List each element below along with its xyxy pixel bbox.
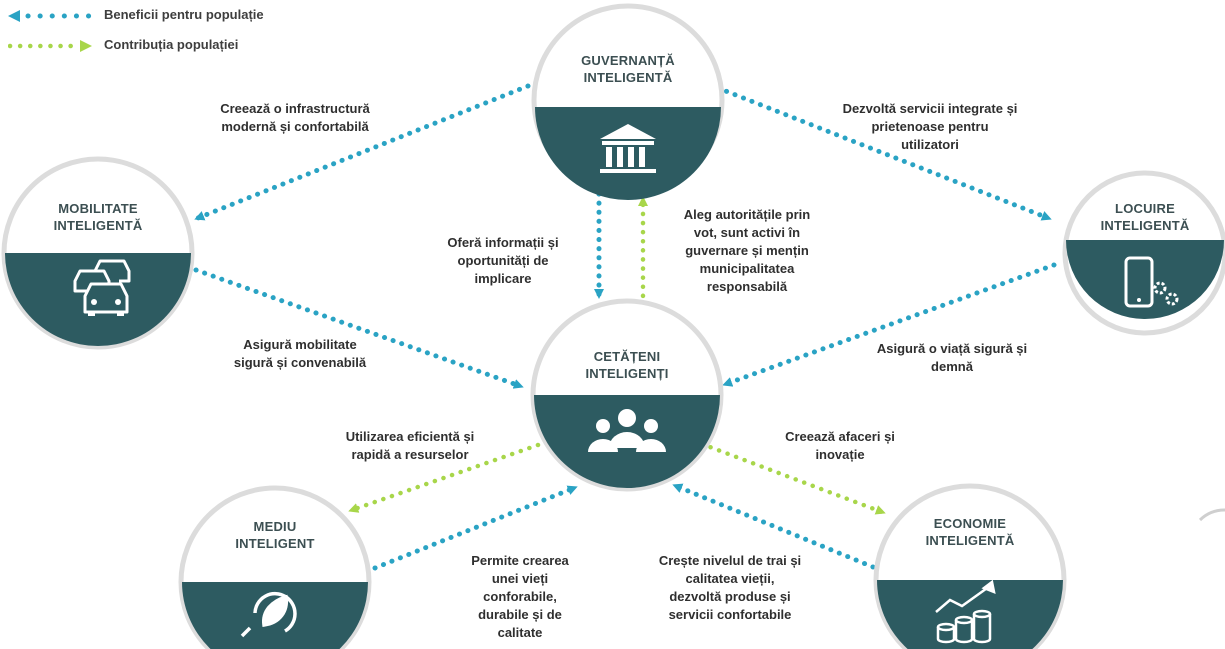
label-autoritati: Aleg autoritățile prin vot, sunt activi … <box>683 207 811 294</box>
legend-label-benefits: Beneficii pentru populație <box>104 7 264 22</box>
node-title-mediu: MEDIU INTELIGENT <box>235 519 315 551</box>
label-informatii: Oferă informații și oportunități de impl… <box>447 235 559 286</box>
node-title-locuire: LOCUIRE INTELIGENTĂ <box>1100 201 1190 233</box>
label-viata-sigura: Asigură o viață sigură și demnă <box>876 341 1028 374</box>
arrow-cetateni-to-mediu <box>348 442 541 513</box>
contribution-arrows <box>348 196 886 515</box>
smart-phone-gear-icon <box>1124 256 1179 308</box>
label-infrastructura: Creează o infrastructură modernă și conf… <box>220 101 370 134</box>
leaf-plug-icon <box>240 592 297 638</box>
label-nivel-trai: Crește nivelul de trai și calitatea vieț… <box>658 553 802 622</box>
node-economie <box>873 483 1067 649</box>
blue-dotted-arrow-icon <box>8 10 98 22</box>
benefit-arrows <box>193 83 1057 571</box>
node-locuire <box>1062 170 1225 336</box>
node-cetateni <box>530 298 724 492</box>
coins-growth-icon <box>935 579 996 644</box>
people-group-icon <box>588 409 666 452</box>
node-mediu <box>178 485 372 649</box>
label-servicii: Dezvoltă servicii integrate și prietenoa… <box>842 101 1018 152</box>
node-title-guvernanta: GUVERNANȚĂ INTELIGENTĂ <box>581 53 675 85</box>
node-title-cetateni: CETĂȚENI INTELIGENȚI <box>585 349 669 381</box>
label-afaceri: Creează afaceri și inovație <box>785 429 895 462</box>
label-viata-confortabila: Permite crearea unei vieți conforabile, … <box>471 553 569 640</box>
node-title-economie: ECONOMIE INTELIGENTĂ <box>925 516 1015 548</box>
arrow-mobilitate-to-cetateni <box>193 267 524 389</box>
arrow-locuire-to-cetateni <box>722 262 1057 387</box>
arrow-mediu-to-cetateni <box>372 485 578 571</box>
label-resurse: Utilizarea eficientă și rapidă a resurse… <box>345 429 475 462</box>
node-mobilitate <box>1 156 195 350</box>
edge-arc-decoration <box>1198 508 1225 522</box>
legend-label-contribution: Contribuția populației <box>104 37 239 52</box>
government-building-icon <box>600 124 656 173</box>
label-mobilitate-sigura: Asigură mobilitate sigură și convenabilă <box>233 337 367 370</box>
arrow-economie-to-cetateni <box>672 483 876 570</box>
node-title-mobilitate: MOBILITATE INTELIGENTĂ <box>53 201 143 233</box>
cars-icon <box>73 259 131 316</box>
green-dotted-arrow-icon <box>8 40 92 52</box>
